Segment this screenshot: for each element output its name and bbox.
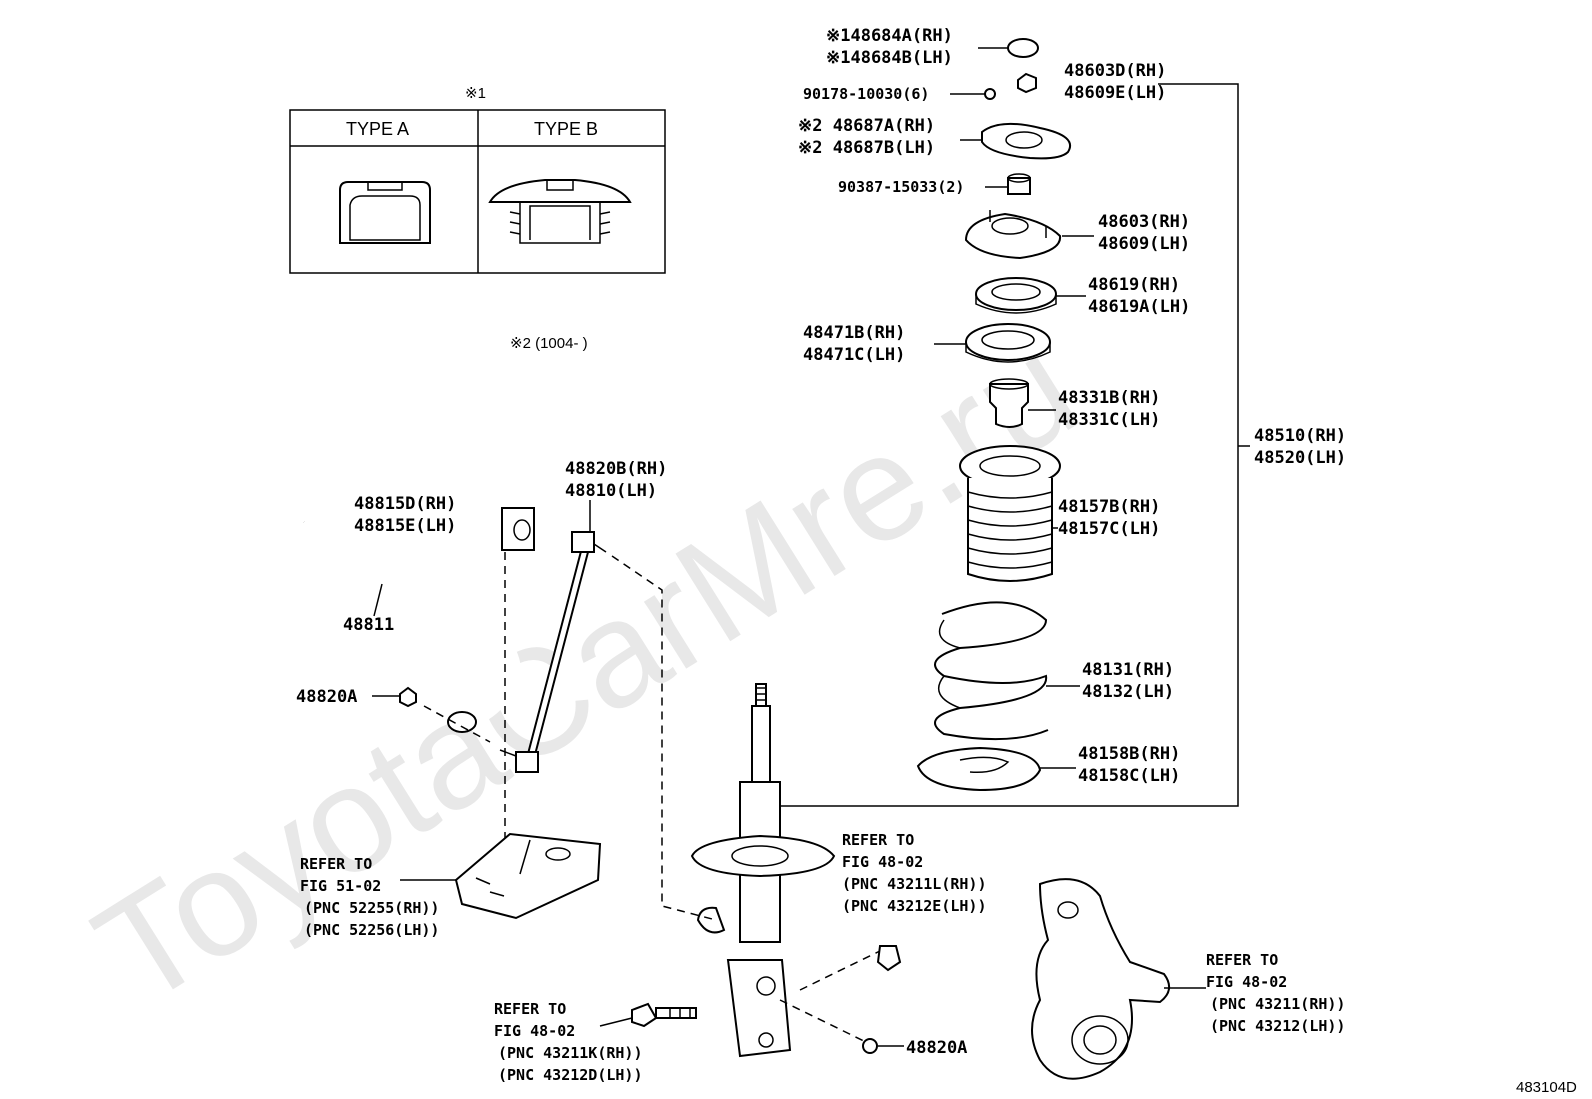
guide-dashed-2 — [611, 555, 717, 921]
svg-text:FIG 51-02: FIG 51-02 — [300, 877, 381, 895]
bearing-48619-shape — [975, 277, 1086, 314]
diagram-code: 483104D — [1516, 1079, 1577, 1096]
svg-text:REFER TO: REFER TO — [494, 1000, 566, 1018]
assembly-bracket-line — [770, 83, 1239, 807]
crossmember-bracket-shape — [454, 832, 602, 920]
note1-mark: ※1 — [465, 85, 486, 102]
label-48815-rh: 48815D(RH) — [354, 494, 456, 514]
svg-text:REFER TO: REFER TO — [842, 831, 914, 849]
label-48471-rh: 48471B(RH) — [803, 323, 905, 343]
label-48684-lh: ※148684B(LH) — [826, 48, 953, 68]
label-48131-rh: 48131(RH) — [1082, 660, 1174, 680]
svg-text:(PNC 52256(LH)): (PNC 52256(LH)) — [304, 921, 439, 939]
svg-text:(PNC 52255(RH)): (PNC 52255(RH)) — [304, 899, 439, 917]
label-48687-rh: ※2 48687A(RH) — [798, 116, 935, 136]
label-48158-lh: 48158C(LH) — [1078, 766, 1180, 786]
label-48619-rh: 48619(RH) — [1088, 275, 1180, 295]
lower-insulator-48158-shape — [916, 746, 1076, 792]
cap-type-b-shape — [488, 179, 632, 244]
label-48510-rh: 48510(RH) — [1254, 426, 1346, 446]
label-48603d-lh: 48609E(LH) — [1064, 83, 1166, 103]
shock-absorber-shape — [690, 683, 836, 1058]
label-90178: 90178-10030(6) — [803, 85, 929, 103]
label-48131-lh: 48132(LH) — [1082, 682, 1174, 702]
spring-48131-shape — [934, 601, 1080, 741]
cap-48684-shape — [978, 38, 1039, 58]
label-48157-rh: 48157B(RH) — [1058, 497, 1160, 517]
svg-text:(PNC 43212E(LH)): (PNC 43212E(LH)) — [842, 897, 987, 915]
ref-fig51: REFER TO FIG 51-02 (PNC 52255(RH)) (PNC … — [300, 855, 439, 939]
svg-text:FIG 48-02: FIG 48-02 — [1206, 973, 1287, 991]
svg-text:REFER TO: REFER TO — [1206, 951, 1278, 969]
label-48331-lh: 48331C(LH) — [1058, 410, 1160, 430]
label-48820a-bot: 48820A — [906, 1038, 967, 1058]
steering-knuckle-shape — [1031, 878, 1206, 1080]
label-48619-lh: 48619A(LH) — [1088, 297, 1190, 317]
insulator-48471-shape — [934, 323, 1051, 363]
svg-text:(PNC 43211K(RH)): (PNC 43211K(RH)) — [498, 1044, 643, 1062]
nut-90178-shape — [984, 88, 996, 100]
label-48157-lh: 48157C(LH) — [1058, 519, 1160, 539]
label-48603-lh: 48609(LH) — [1098, 234, 1190, 254]
svg-text:(PNC 43211L(RH)): (PNC 43211L(RH)) — [842, 875, 987, 893]
label-48820b-lh: 48810(LH) — [565, 481, 657, 501]
nut-48820a-bottom-shape — [862, 1038, 878, 1054]
bolt-43211k-shape — [631, 1002, 697, 1028]
nut-48820a-top-shape — [399, 686, 417, 708]
nut-48603d-shape — [1017, 72, 1037, 94]
svg-text:REFER TO: REFER TO — [300, 855, 372, 873]
support-48603-shape — [964, 210, 1094, 260]
svg-text:(PNC 43212(LH)): (PNC 43212(LH)) — [1210, 1017, 1345, 1035]
collar-90387-shape — [985, 173, 1031, 195]
label-48331-rh: 48331B(RH) — [1058, 388, 1160, 408]
boot-48157-shape — [959, 445, 1061, 582]
nut-43211l-shape — [876, 945, 902, 972]
label-48603-rh: 48603(RH) — [1098, 212, 1190, 232]
label-48684-rh: ※148684A(RH) — [826, 26, 953, 46]
label-48820b-rh: 48820B(RH) — [565, 459, 667, 479]
ref-fig48-bolt: REFER TO FIG 48-02 (PNC 43211K(RH)) (PNC… — [494, 1000, 643, 1084]
plate-48687-shape — [960, 122, 1071, 160]
ref-fig48-top: REFER TO FIG 48-02 (PNC 43211L(RH)) (PNC… — [842, 831, 987, 915]
label-48471-lh: 48471C(LH) — [803, 345, 905, 365]
label-48510-lh: 48520(LH) — [1254, 448, 1346, 468]
svg-text:FIG 48-02: FIG 48-02 — [494, 1022, 575, 1040]
svg-text:FIG 48-02: FIG 48-02 — [842, 853, 923, 871]
type-box: ※1 TYPE A TYPE B — [289, 85, 666, 274]
label-48687-lh: ※2 48687B(LH) — [798, 138, 935, 158]
label-48158-rh: 48158B(RH) — [1078, 744, 1180, 764]
svg-text:(PNC 43212D(LH)): (PNC 43212D(LH)) — [498, 1066, 643, 1084]
label-90387: 90387-15033(2) — [838, 178, 964, 196]
svg-text:(PNC 43211(RH)): (PNC 43211(RH)) — [1210, 995, 1345, 1013]
label-48603d-rh: 48603D(RH) — [1064, 61, 1166, 81]
cap-type-a-shape — [339, 181, 431, 244]
stabilizer-link-shape — [499, 500, 607, 773]
type-b-label: TYPE B — [534, 119, 598, 139]
label-48811: 48811 — [343, 615, 394, 635]
stabilizer-bar-shape — [301, 517, 522, 733]
note2: ※2 (1004- ) — [510, 335, 588, 352]
label-48820a-top: 48820A — [296, 687, 357, 707]
type-a-label: TYPE A — [346, 119, 409, 139]
bumper-48331-shape — [989, 378, 1056, 428]
bushing-48815-shape — [501, 507, 535, 551]
label-48815-lh: 48815E(LH) — [354, 516, 456, 536]
ref-fig48-knuckle: REFER TO FIG 48-02 (PNC 43211(RH)) (PNC … — [1206, 951, 1345, 1035]
